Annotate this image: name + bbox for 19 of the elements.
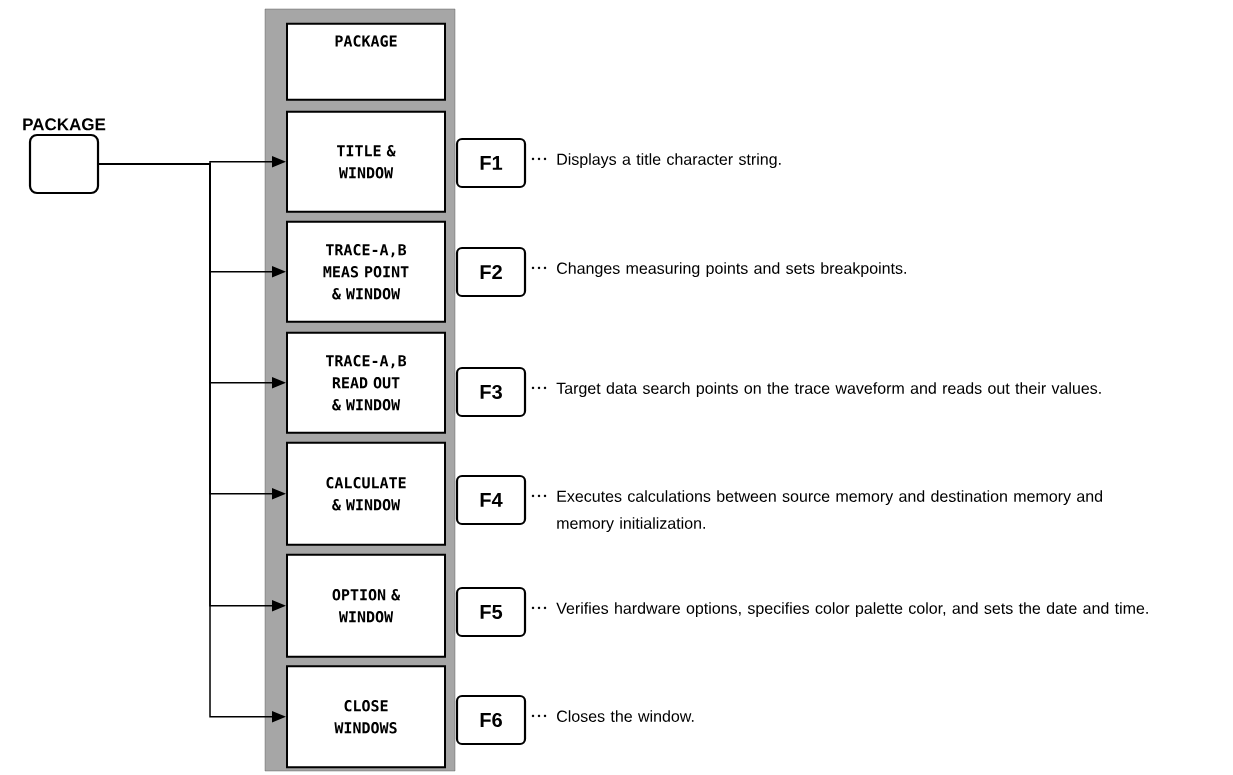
menu-box: PACKAGE (286, 22, 446, 101)
description-text: Target data search points on the trace waveform and reads out their values. (556, 382, 1101, 398)
menu-box: TRACE-A,B READ OUT & WINDOW (286, 331, 446, 434)
description-text: Displays a title character string. (557, 153, 781, 169)
function-key: F5 (455, 586, 527, 638)
menu-box: OPTION & WINDOW (286, 553, 446, 658)
menu-box: CLOSE WINDOWS (286, 665, 446, 769)
description-text: Verifies hardware options, specifies color palette color, and sets the date and time. (556, 602, 1148, 618)
description-text: Executes calculations between source memory and destination memory and memory initialization. (557, 490, 1103, 533)
function-key: F3 (455, 366, 527, 418)
menu-box: CALCULATE & WINDOW (286, 441, 446, 546)
function-key: F6 (455, 694, 527, 746)
description-text: Changes measuring points and sets breakpoints. (557, 262, 906, 278)
function-key: F4 (455, 474, 527, 526)
menu-box: TITLE & WINDOW (286, 110, 446, 213)
description-text: Closes the window. (557, 710, 694, 722)
function-key: F2 (455, 246, 527, 298)
function-key: F1 (455, 137, 527, 189)
menu-box: TRACE-A,B MEAS POINT & WINDOW (286, 220, 446, 323)
